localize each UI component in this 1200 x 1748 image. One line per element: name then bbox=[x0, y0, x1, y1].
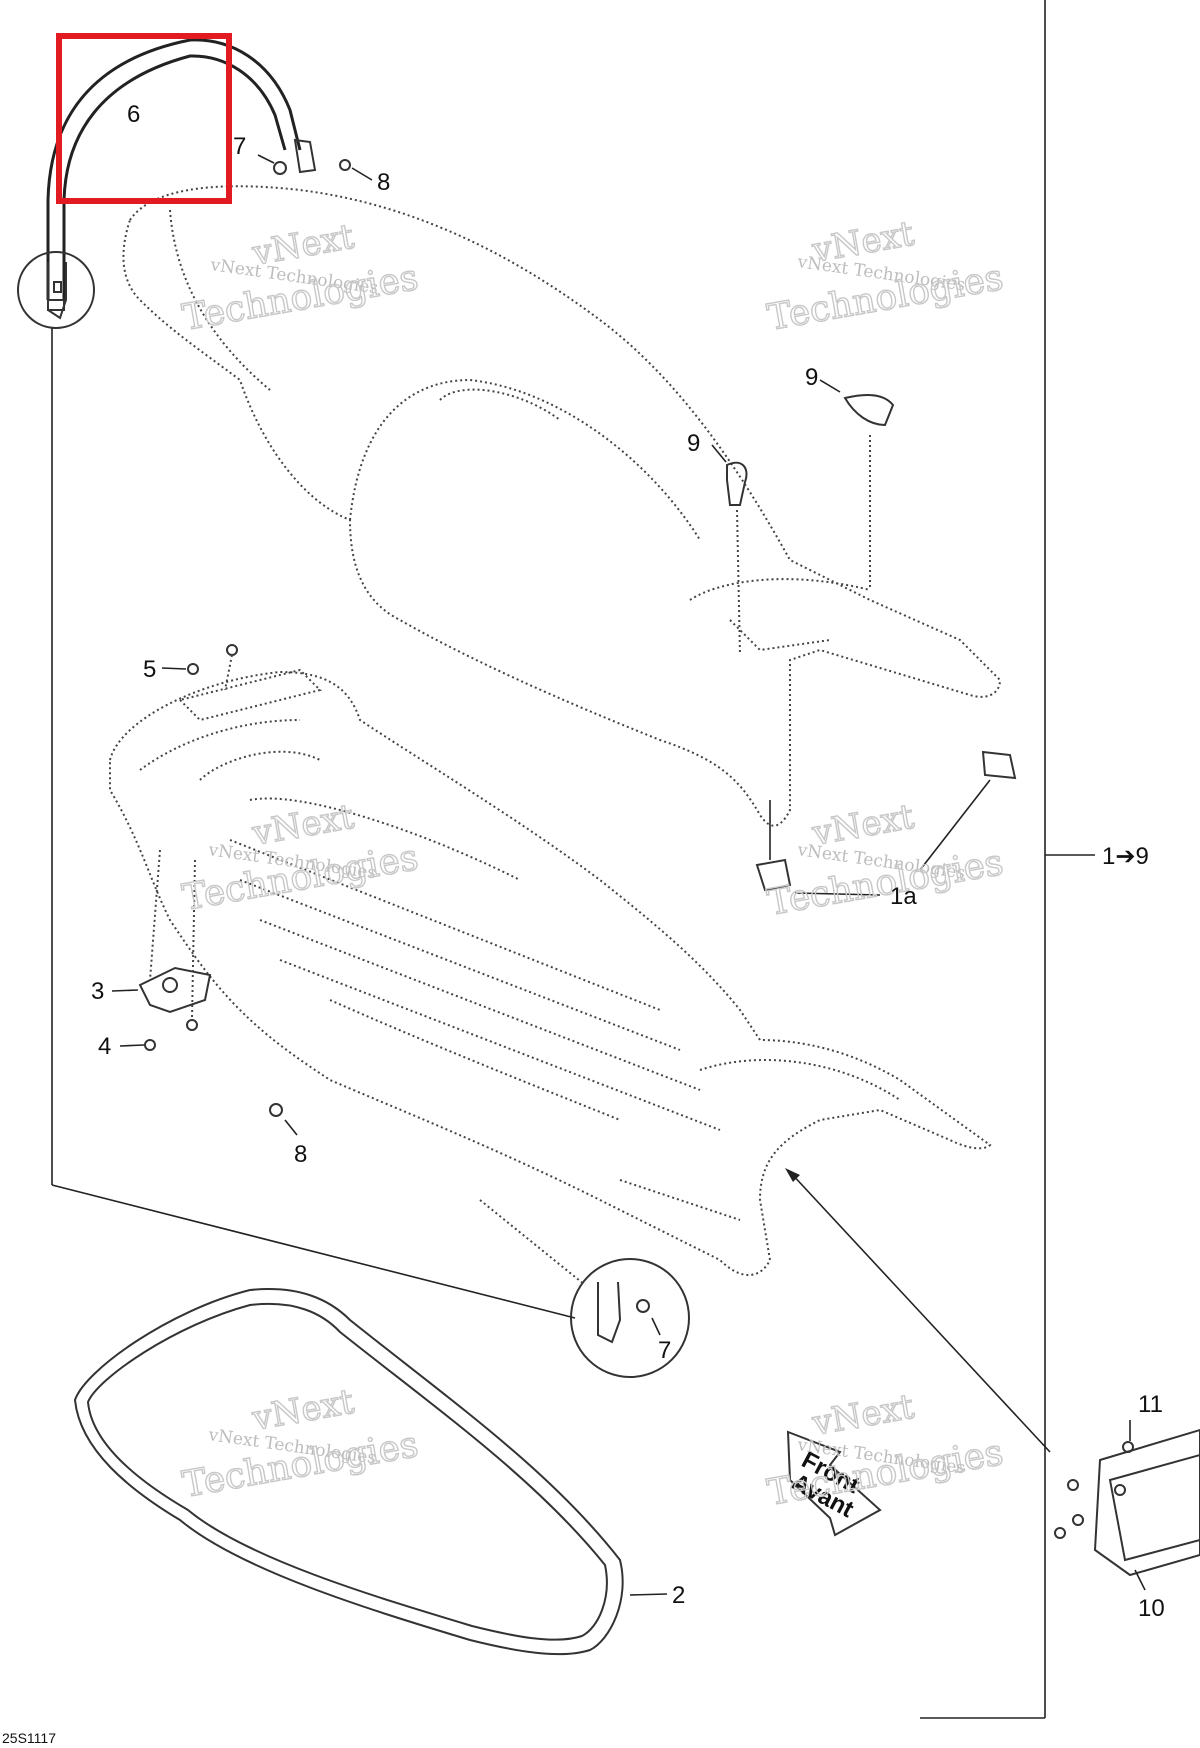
seat-base bbox=[109, 668, 992, 1276]
detail-circle-strap-end bbox=[17, 251, 576, 1319]
callout-9-right: 9 bbox=[805, 364, 818, 391]
callout-8-lower: 8 bbox=[294, 1141, 307, 1168]
callout-4: 4 bbox=[98, 1033, 111, 1060]
watermark-1: vNext Technologies Technologies vNext bbox=[179, 216, 422, 340]
svg-text:vNext: vNext bbox=[809, 797, 918, 854]
storage-box bbox=[785, 1168, 1200, 1591]
callout-2: 2 bbox=[672, 1582, 685, 1609]
seat-cover bbox=[122, 185, 1002, 827]
strap-hardware bbox=[257, 138, 373, 181]
fasteners-5 bbox=[161, 644, 238, 691]
callout-3: 3 bbox=[91, 978, 104, 1005]
watermark-4: vNext Technologies Technologies vNext bbox=[764, 796, 1007, 925]
callout-6: 6 bbox=[127, 101, 140, 128]
bumpers-9 bbox=[711, 379, 1017, 896]
figure-code: 25S1117 bbox=[2, 1730, 56, 1746]
watermark-2: vNext Technologies Technologies vNext bbox=[764, 213, 1007, 340]
detail-circle-strap-anchor bbox=[479, 1199, 690, 1378]
seat-latch bbox=[111, 849, 212, 1051]
svg-text:vNext: vNext bbox=[809, 214, 918, 271]
watermark-5: vNext Technologies Technologies vNext bbox=[179, 1381, 422, 1507]
callout-7-lower: 7 bbox=[658, 1337, 671, 1364]
svg-text:vNext: vNext bbox=[249, 1382, 358, 1439]
nut-8-lower bbox=[269, 1103, 298, 1136]
watermark-6: vNext Technologies Technologies vNext bbox=[764, 1386, 1007, 1515]
callout-assembly-range: 1➔9 bbox=[1102, 843, 1149, 870]
callout-11: 11 bbox=[1138, 1391, 1163, 1418]
svg-text:vNext: vNext bbox=[249, 797, 358, 854]
callout-10: 10 bbox=[1138, 1595, 1165, 1622]
callout-9-left: 9 bbox=[687, 430, 700, 457]
seal-ring bbox=[73, 1288, 668, 1656]
callout-7-top: 7 bbox=[233, 133, 246, 160]
svg-text:vNext: vNext bbox=[809, 1387, 918, 1444]
callout-1a: 1a bbox=[890, 883, 917, 910]
assembly-bracket bbox=[920, 0, 1095, 1719]
svg-text:vNext: vNext bbox=[249, 217, 358, 274]
highlight-box bbox=[56, 33, 232, 204]
callout-5: 5 bbox=[143, 656, 156, 683]
callout-8-top: 8 bbox=[377, 169, 390, 196]
